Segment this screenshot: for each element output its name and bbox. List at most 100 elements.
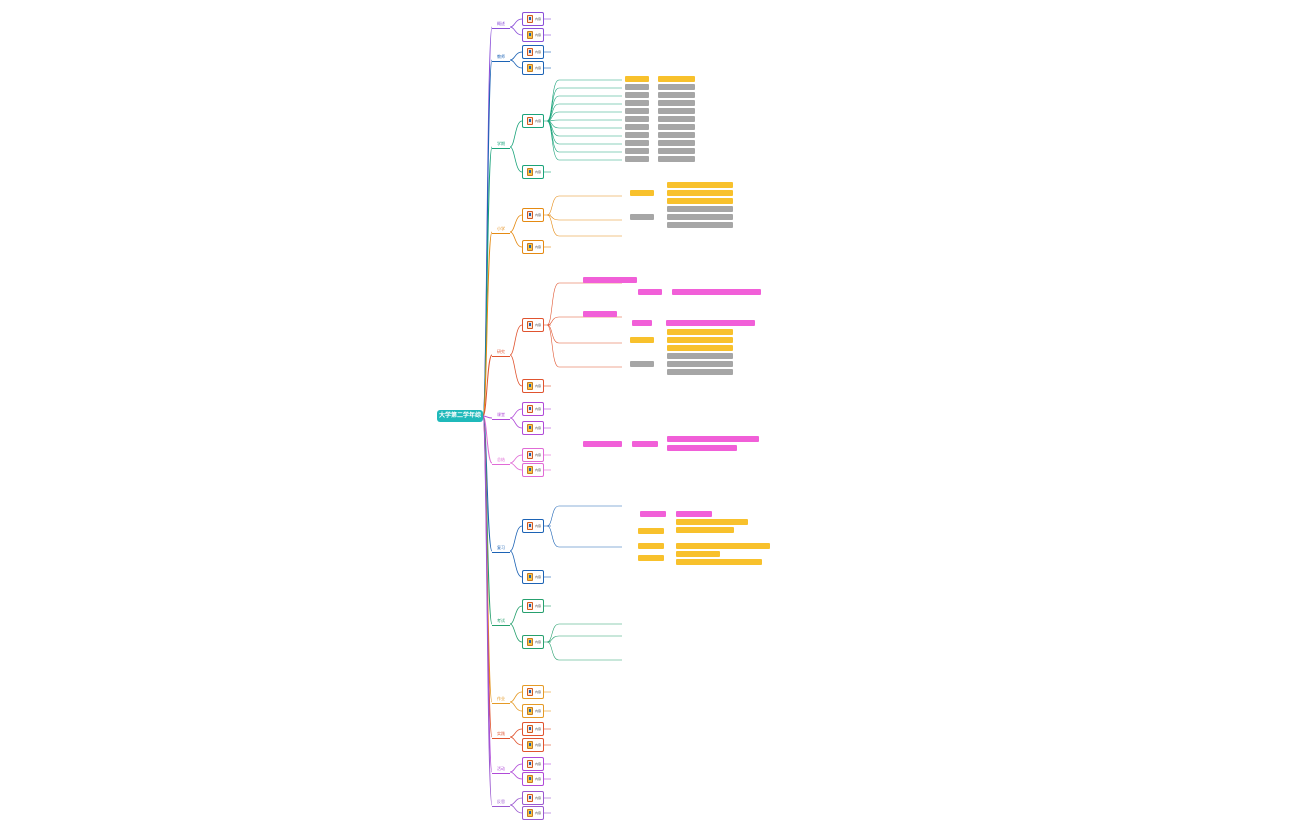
clipboard-icon <box>527 775 533 783</box>
content-card[interactable]: 内容 <box>522 114 544 128</box>
tag-node[interactable] <box>632 441 658 447</box>
tag-node[interactable] <box>676 551 720 557</box>
tag-node[interactable] <box>625 156 649 162</box>
tag-node[interactable] <box>667 222 733 228</box>
tag-node[interactable] <box>583 311 617 317</box>
tag-node[interactable] <box>625 140 649 146</box>
content-card[interactable]: 内容 <box>522 45 544 59</box>
tag-node[interactable] <box>667 361 733 367</box>
content-card[interactable]: 内容 <box>522 519 544 533</box>
content-card[interactable]: 内容 <box>522 704 544 718</box>
content-card[interactable]: 内容 <box>522 757 544 771</box>
tag-node[interactable] <box>658 92 695 98</box>
content-card[interactable]: 内容 <box>522 12 544 26</box>
content-card[interactable]: 内容 <box>522 165 544 179</box>
tag-node[interactable] <box>667 369 733 375</box>
content-card[interactable]: 内容 <box>522 421 544 435</box>
tag-node[interactable] <box>676 559 762 565</box>
tag-node[interactable] <box>583 441 622 447</box>
branch-node[interactable]: 小学 <box>492 225 510 234</box>
content-card[interactable]: 内容 <box>522 806 544 820</box>
tag-node[interactable] <box>583 277 637 283</box>
tag-node[interactable] <box>667 353 733 359</box>
tag-node[interactable] <box>667 198 733 204</box>
tag-node[interactable] <box>638 555 664 561</box>
content-card[interactable]: 内容 <box>522 685 544 699</box>
tag-node[interactable] <box>632 320 652 326</box>
tag-node[interactable] <box>638 528 664 534</box>
tag-node[interactable] <box>676 519 748 525</box>
tag-node[interactable] <box>625 76 649 82</box>
tag-node[interactable] <box>640 511 666 517</box>
content-card[interactable]: 内容 <box>522 599 544 613</box>
branch-node[interactable]: 学期 <box>492 140 510 149</box>
tag-node[interactable] <box>658 100 695 106</box>
tag-node[interactable] <box>625 124 649 130</box>
tag-node[interactable] <box>658 108 695 114</box>
tag-node[interactable] <box>667 182 733 188</box>
tag-node[interactable] <box>625 92 649 98</box>
branch-node[interactable]: 反思 <box>492 798 510 807</box>
tag-node[interactable] <box>625 108 649 114</box>
tag-node[interactable] <box>630 190 654 196</box>
tag-node[interactable] <box>625 132 649 138</box>
content-card[interactable]: 内容 <box>522 402 544 416</box>
branch-node[interactable]: 实践 <box>492 730 510 739</box>
content-card[interactable]: 内容 <box>522 722 544 736</box>
tag-node[interactable] <box>666 320 755 326</box>
branch-node[interactable]: 作业 <box>492 695 510 704</box>
tag-node[interactable] <box>658 132 695 138</box>
tag-node[interactable] <box>676 511 712 517</box>
root-node[interactable]: 大学第二学年综 <box>437 410 483 422</box>
tag-node[interactable] <box>625 100 649 106</box>
tag-node[interactable] <box>667 190 733 196</box>
content-card[interactable]: 内容 <box>522 570 544 584</box>
branch-node[interactable]: 概述 <box>492 20 510 29</box>
tag-node[interactable] <box>630 361 654 367</box>
tag-node[interactable] <box>625 84 649 90</box>
branch-node[interactable]: 教师 <box>492 53 510 62</box>
tag-node[interactable] <box>658 84 695 90</box>
tag-node[interactable] <box>658 140 695 146</box>
tag-node[interactable] <box>676 543 770 549</box>
content-card[interactable]: 内容 <box>522 28 544 42</box>
tag-node[interactable] <box>658 116 695 122</box>
tag-node[interactable] <box>676 527 734 533</box>
content-card[interactable]: 内容 <box>522 635 544 649</box>
branch-node[interactable]: 考试 <box>492 617 510 626</box>
tag-node[interactable] <box>658 148 695 154</box>
content-card[interactable]: 内容 <box>522 448 544 462</box>
tag-node[interactable] <box>630 214 654 220</box>
content-card[interactable]: 内容 <box>522 240 544 254</box>
content-card[interactable]: 内容 <box>522 463 544 477</box>
tag-node[interactable] <box>667 436 759 442</box>
tag-node[interactable] <box>658 124 695 130</box>
tag-node[interactable] <box>667 214 733 220</box>
tag-node[interactable] <box>658 156 695 162</box>
tag-node[interactable] <box>667 345 733 351</box>
tag-node[interactable] <box>667 337 733 343</box>
content-card[interactable]: 内容 <box>522 772 544 786</box>
tag-node[interactable] <box>625 148 649 154</box>
tag-node[interactable] <box>658 76 695 82</box>
tag-node[interactable] <box>672 289 761 295</box>
tag-node[interactable] <box>638 543 664 549</box>
tag-node[interactable] <box>667 206 733 212</box>
content-card[interactable]: 内容 <box>522 61 544 75</box>
tag-node[interactable] <box>625 116 649 122</box>
content-card[interactable]: 内容 <box>522 738 544 752</box>
branch-node[interactable]: 课堂 <box>492 411 510 420</box>
tag-node[interactable] <box>667 329 733 335</box>
tag-node[interactable] <box>638 289 662 295</box>
content-card[interactable]: 内容 <box>522 379 544 393</box>
branch-node[interactable]: 研究 <box>492 348 510 357</box>
content-card[interactable]: 内容 <box>522 208 544 222</box>
content-card[interactable]: 内容 <box>522 318 544 332</box>
clipboard-icon <box>527 405 533 413</box>
content-card[interactable]: 内容 <box>522 791 544 805</box>
branch-node[interactable]: 总结 <box>492 456 510 465</box>
branch-node[interactable]: 活动 <box>492 765 510 774</box>
tag-node[interactable] <box>667 445 737 451</box>
tag-node[interactable] <box>630 337 654 343</box>
branch-node[interactable]: 复习 <box>492 544 510 553</box>
